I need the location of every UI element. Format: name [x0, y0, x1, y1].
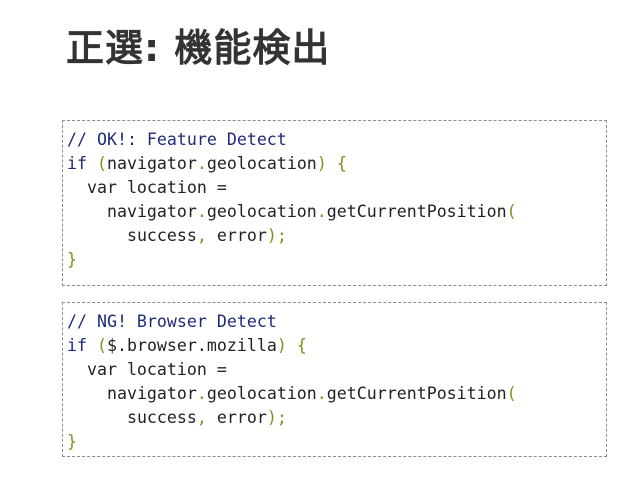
dot: . [196, 384, 207, 403]
code-line-close: } [67, 430, 606, 454]
slide-title: 正選: 機能検出 [66, 26, 331, 70]
open-paren: ( [96, 336, 107, 355]
identifier: geolocation [206, 154, 317, 173]
open-brace: { [296, 336, 307, 355]
var-statement: var location = [86, 360, 227, 379]
code-line-args: success, error); [67, 406, 606, 430]
call-end: ); [266, 226, 287, 245]
dot: . [316, 202, 327, 221]
argument: error [216, 226, 267, 245]
close-brace: } [67, 432, 77, 451]
var-statement: var location = [86, 178, 227, 197]
open-paren: ( [506, 202, 517, 221]
code-comment: // OK!: Feature Detect [67, 128, 606, 152]
function-name: getCurrentPosition [326, 384, 507, 403]
open-paren: ( [506, 384, 517, 403]
close-brace: } [67, 250, 77, 269]
identifier: geolocation [206, 202, 317, 221]
function-name: getCurrentPosition [326, 202, 507, 221]
comment-text: // NG! Browser Detect [67, 312, 277, 331]
if-keyword: if [67, 336, 87, 355]
argument: success [126, 408, 197, 427]
code-line-var: var location = [67, 176, 606, 200]
code-comment: // NG! Browser Detect [67, 310, 606, 334]
open-paren: ( [96, 154, 107, 173]
dot: . [316, 384, 327, 403]
code-line-call: navigator.geolocation.getCurrentPosition… [67, 382, 606, 406]
close-paren: ) [276, 336, 287, 355]
code-line-close: } [67, 248, 606, 272]
comment-text: // OK!: Feature Detect [67, 130, 287, 149]
close-paren: ) [316, 154, 327, 173]
dot: . [196, 202, 207, 221]
identifier: navigator [106, 154, 197, 173]
expression: $.browser.mozilla [106, 336, 277, 355]
argument: success [126, 226, 197, 245]
code-line-if: if ($.browser.mozilla) { [67, 334, 606, 358]
identifier: navigator [106, 384, 197, 403]
code-block-browser-detect: // NG! Browser Detect if ($.browser.mozi… [62, 302, 607, 457]
comma: , [196, 408, 207, 427]
call-end: ); [266, 408, 287, 427]
open-brace: { [336, 154, 347, 173]
code-block-feature-detect: // OK!: Feature Detect if (navigator.geo… [62, 120, 607, 286]
code-line-if: if (navigator.geolocation) { [67, 152, 606, 176]
dot: . [196, 154, 207, 173]
if-keyword: if [67, 154, 87, 173]
code-line-call: navigator.geolocation.getCurrentPosition… [67, 200, 606, 224]
code-line-var: var location = [67, 358, 606, 382]
identifier: navigator [106, 202, 197, 221]
code-line-args: success, error); [67, 224, 606, 248]
identifier: geolocation [206, 384, 317, 403]
comma: , [196, 226, 207, 245]
argument: error [216, 408, 267, 427]
